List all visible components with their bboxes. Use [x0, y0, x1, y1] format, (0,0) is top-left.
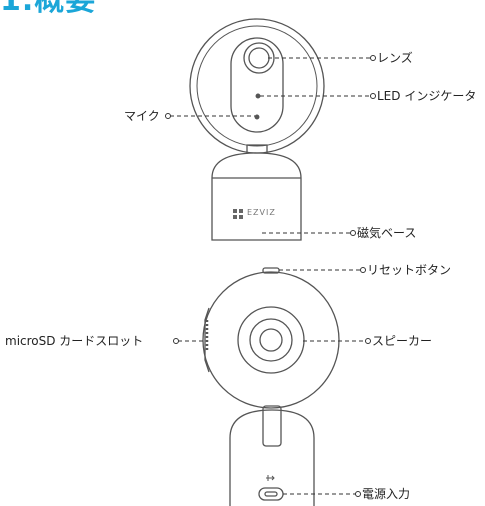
mic-dot: [254, 114, 260, 120]
front-base: [211, 152, 302, 241]
section-heading: 1.概要: [0, 0, 97, 18]
front-inner-ring: [196, 25, 318, 147]
label-led-indicator: LED インジケータ: [377, 89, 477, 103]
label-speaker: スピーカー: [372, 334, 433, 348]
side-body: [202, 271, 340, 409]
label-mic: マイク: [124, 109, 160, 123]
speaker-inner: [259, 328, 283, 352]
front-neck: [246, 144, 268, 153]
label-magnetic-base: 磁気ベース: [357, 226, 417, 240]
brand-logo-mark: [233, 209, 243, 219]
side-base: [229, 409, 315, 506]
speaker-mid: [249, 318, 293, 362]
label-lens: レンズ: [377, 51, 413, 65]
lens-capsule: [230, 37, 284, 133]
usb-port: [258, 487, 284, 501]
led-dot: [255, 93, 261, 99]
label-microsd-slot: microSD カードスロット: [5, 334, 144, 348]
speaker-outer: [237, 306, 305, 374]
label-reset-button: リセットボタン: [367, 263, 452, 277]
label-power-input: 電源入力: [362, 487, 411, 501]
lens-outer: [243, 42, 275, 74]
lens-inner: [248, 47, 270, 69]
side-neck: [262, 405, 282, 447]
microsd-slot-shape: [204, 307, 210, 373]
brand-label: EZVIZ: [247, 208, 276, 217]
front-outer-ring: [189, 18, 325, 154]
